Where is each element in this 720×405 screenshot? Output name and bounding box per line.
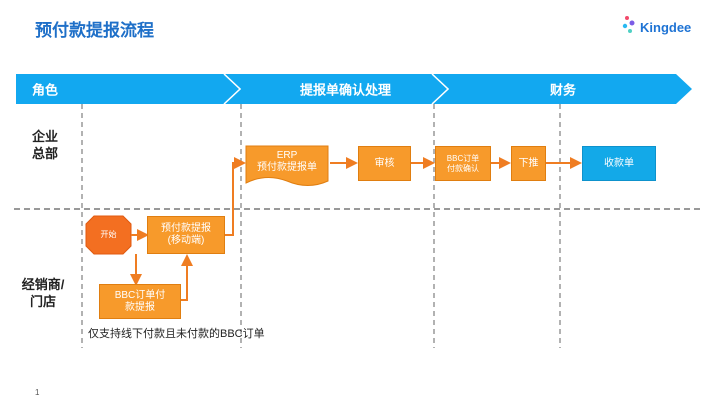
header-role: 角色 [32, 82, 59, 98]
header-confirm: 提报单确认处理 [300, 82, 392, 98]
prepayment-submit-mobile-node: 预付款提报 (移动端) [147, 216, 225, 254]
kingdee-wordmark: Kingdee [640, 20, 692, 35]
audit-node: 审核 [358, 146, 411, 181]
bbc-payment-confirm-node: BBC订单 付款确认 [435, 146, 491, 181]
page-number: 1 [35, 388, 40, 397]
arrow-mobile-to-erp [225, 157, 246, 236]
lane-dealer-label: 经销商/ 门店 [21, 277, 65, 309]
erp-prepayment-node: ERP 预付款提报单 [257, 150, 317, 173]
kingdee-logo [622, 16, 635, 33]
receipt-node: 收款单 [582, 146, 656, 181]
header-finance: 财务 [550, 82, 577, 98]
erp-node-shape [245, 145, 329, 186]
push-down-node: 下推 [511, 146, 546, 181]
header-chevron-2 [225, 74, 448, 104]
header-chevron-3 [433, 74, 692, 104]
start-node-shape [85, 215, 132, 255]
bbc-order-payment-node: BBC订单付 款提报 [99, 284, 181, 319]
note-text: 仅支持线下付款且未付款的BBC订单 [88, 328, 265, 340]
arrow-bbc-to-mobile [181, 254, 193, 301]
page-title: 预付款提报流程 [35, 21, 154, 40]
lane-hq-label: 企业 总部 [31, 129, 58, 161]
start-node: 开始 [100, 230, 117, 239]
header-chevron-1 [16, 74, 240, 104]
